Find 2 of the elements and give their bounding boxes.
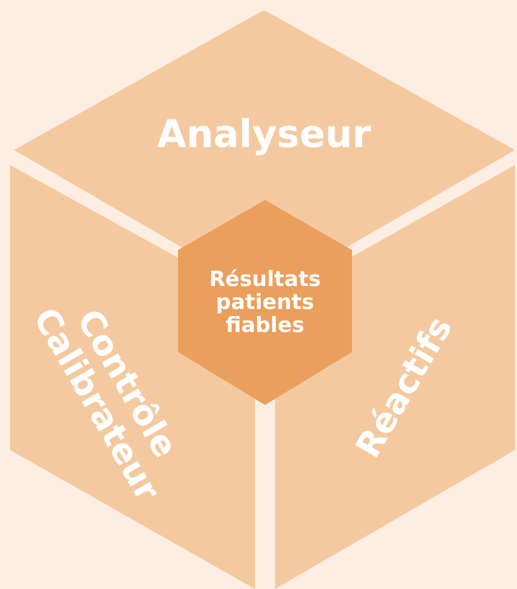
face-label: Analyseur [156,114,372,156]
face-label: Résultats patients fiables [208,268,322,337]
